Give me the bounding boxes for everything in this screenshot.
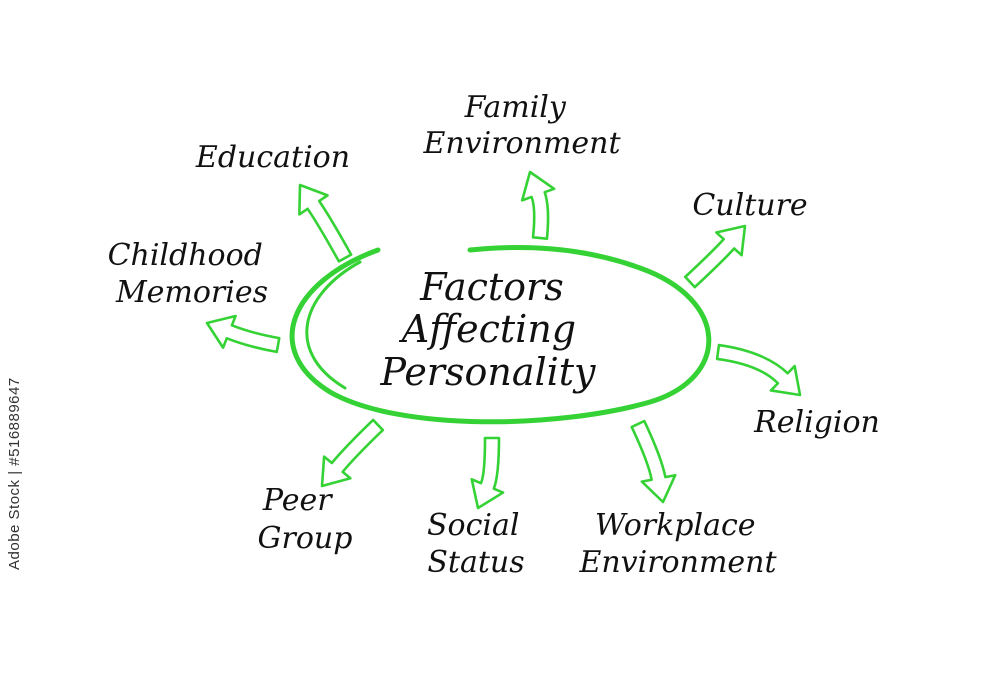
factor-culture: Culture <box>692 188 807 223</box>
arrow-culture <box>683 224 747 289</box>
factor-workplace-environment: Workplace Environment <box>578 508 777 580</box>
center-line-2: Affecting <box>399 307 576 351</box>
center-line-1: Factors <box>419 265 564 309</box>
arrow-family-environment <box>520 170 556 240</box>
factor-family-environment: Family Environment <box>422 90 621 161</box>
factor-peer-group: Peer Group <box>258 483 353 556</box>
center-title: Factors Affecting Personality <box>379 265 596 394</box>
factor-religion: Religion <box>753 405 880 440</box>
arrow-childhood-memories <box>205 314 281 354</box>
arrow-social-status <box>470 436 505 510</box>
arrow-peer-group <box>320 418 385 488</box>
arrow-workplace-environment <box>630 419 677 504</box>
arrow-group <box>205 170 802 510</box>
stock-watermark: Adobe Stock | #516889647 <box>6 377 23 570</box>
arrow-education <box>298 183 353 263</box>
factor-education: Education <box>195 140 350 175</box>
factor-childhood-memories: Childhood Memories <box>108 238 273 310</box>
factor-social-status: Social Status <box>427 508 529 580</box>
arrow-religion <box>715 343 802 397</box>
center-line-3: Personality <box>379 350 596 394</box>
center-ellipse <box>289 245 712 425</box>
